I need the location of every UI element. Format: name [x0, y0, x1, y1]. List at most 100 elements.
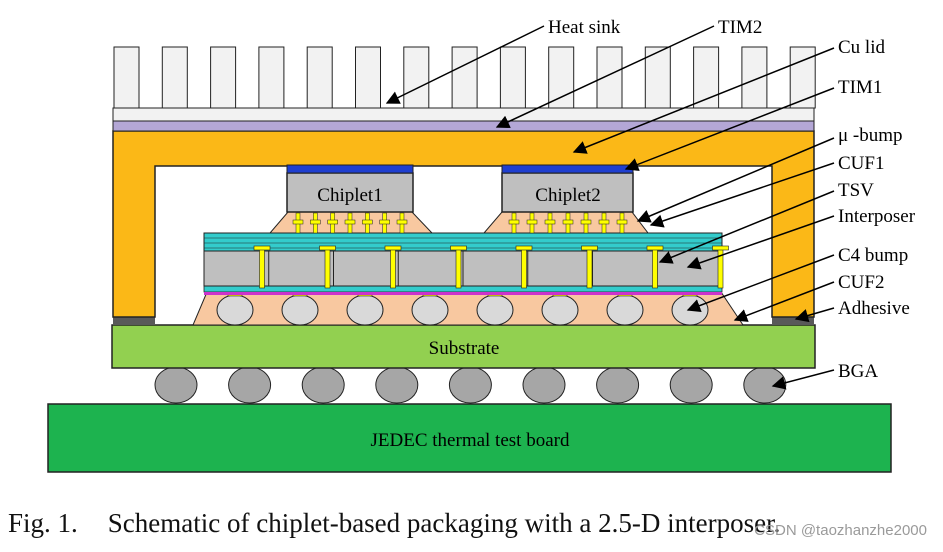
c4-bump — [411, 294, 449, 326]
tsv-via — [390, 247, 396, 289]
heat-sink-fin — [693, 46, 720, 109]
heat-sink-fin — [789, 46, 816, 109]
chiplet2 — [501, 172, 634, 213]
tsv-cap — [319, 245, 336, 251]
heat-sink-fin — [210, 46, 237, 109]
bga-ball — [154, 366, 198, 404]
caption-text: Schematic of chiplet-based packaging wit… — [107, 508, 781, 538]
c4-bump — [281, 294, 319, 326]
bga-ball — [301, 366, 345, 404]
tsv-via — [652, 247, 658, 289]
heat-sink-fin — [596, 46, 623, 109]
label-cuf2: CUF2 — [838, 272, 884, 293]
adhesive-right — [772, 317, 814, 325]
micro-bump-pad — [562, 219, 574, 225]
tsv-via — [521, 247, 527, 289]
label-tim2: TIM2 — [718, 17, 762, 38]
bga-ball — [596, 366, 640, 404]
micro-bump-pad — [344, 219, 356, 225]
c4-bump — [476, 294, 514, 326]
tim1-chiplet1 — [286, 164, 414, 174]
c4-bumps — [216, 291, 709, 326]
tsv-via — [259, 247, 265, 289]
heat-sink-fin — [306, 46, 333, 109]
tsv-cap — [646, 245, 664, 251]
heat-sink-base — [112, 107, 815, 122]
bga-balls — [154, 366, 787, 404]
micro-bump-pad — [526, 219, 538, 225]
micro-bump-pad — [379, 219, 390, 225]
heat-sink-fins — [113, 46, 816, 109]
chiplet2-label: Chiplet2 — [535, 185, 600, 206]
adhesive-left — [113, 317, 155, 325]
label-heat-sink: Heat sink — [548, 17, 621, 38]
heat-sink-fin — [403, 46, 430, 109]
micro-bumps — [292, 212, 628, 234]
label-interposer: Interposer — [838, 206, 916, 227]
heat-sink-fin — [161, 46, 188, 109]
tsv-via — [586, 247, 593, 289]
bga-ball — [228, 366, 272, 404]
tsv-via — [455, 247, 462, 289]
tsv-vias — [253, 245, 729, 289]
tim2-layer — [112, 120, 815, 132]
micro-bump-pad — [544, 219, 556, 225]
tsv-cap — [450, 245, 467, 251]
label-bga: BGA — [838, 361, 878, 382]
heat-sink-fin — [499, 46, 526, 109]
heat-sink-fin — [355, 46, 381, 109]
heat-sink-fin — [451, 46, 478, 109]
micro-bump-pad — [396, 219, 408, 225]
label-c4-bump: C4 bump — [838, 245, 908, 266]
board-label: JEDEC thermal test board — [371, 430, 570, 451]
heat-sink-fin — [741, 46, 768, 109]
tsv-cap — [581, 245, 598, 251]
bga-ball — [522, 366, 566, 404]
label-cu-lid: Cu lid — [838, 37, 885, 58]
tsv-cap — [384, 245, 402, 251]
heat-sink-fin — [644, 46, 671, 109]
label-tsv: TSV — [838, 180, 874, 201]
micro-bump-pad — [598, 219, 610, 225]
micro-bump-pad — [580, 219, 592, 225]
substrate-label: Substrate — [429, 338, 500, 359]
watermark: CSDN @taozhanzhe2000 — [754, 522, 927, 539]
micro-bump-pad — [292, 219, 304, 225]
tim1-chiplet2 — [501, 164, 634, 174]
interposer-rdl-bottom — [203, 285, 723, 293]
micro-bump-pad — [616, 219, 628, 225]
chiplet1-label: Chiplet1 — [317, 185, 382, 206]
tsv-via — [717, 247, 724, 289]
label-cuf1: CUF1 — [838, 153, 884, 174]
tsv-via — [324, 247, 331, 289]
bga-ball — [375, 366, 419, 404]
c4-bump — [346, 294, 384, 326]
leader-arrows — [385, 25, 835, 390]
micro-bump-pad — [310, 219, 321, 225]
c4-bump — [216, 294, 254, 326]
c4-bump — [541, 294, 579, 326]
chiplet1 — [286, 172, 414, 213]
cuf2-underfill — [192, 291, 744, 326]
figure-caption: Fig. 1. Schematic of chiplet-based packag… — [8, 508, 780, 539]
tsv-cap — [712, 245, 729, 251]
label-adhesive: Adhesive — [838, 298, 910, 319]
micro-bump-pad — [327, 219, 338, 225]
jedec-board — [47, 403, 892, 473]
caption-figure-number: Fig. 1. — [8, 508, 78, 538]
tsv-cap — [253, 245, 271, 251]
cu-lid — [112, 130, 815, 318]
heat-sink-fin — [258, 46, 285, 109]
bga-ball — [448, 366, 492, 404]
label-tim1: TIM1 — [838, 77, 882, 98]
tsv-cap — [515, 245, 533, 251]
micro-bump-pad — [362, 219, 373, 225]
heat-sink-fin — [113, 46, 140, 109]
heat-sink-fin — [548, 46, 575, 109]
micro-bump-pad — [508, 219, 520, 225]
label-u-bump: μ -bump — [838, 125, 903, 146]
c4-bump — [606, 294, 644, 326]
bga-ball — [669, 366, 713, 404]
interposer-redistribution — [204, 292, 722, 295]
